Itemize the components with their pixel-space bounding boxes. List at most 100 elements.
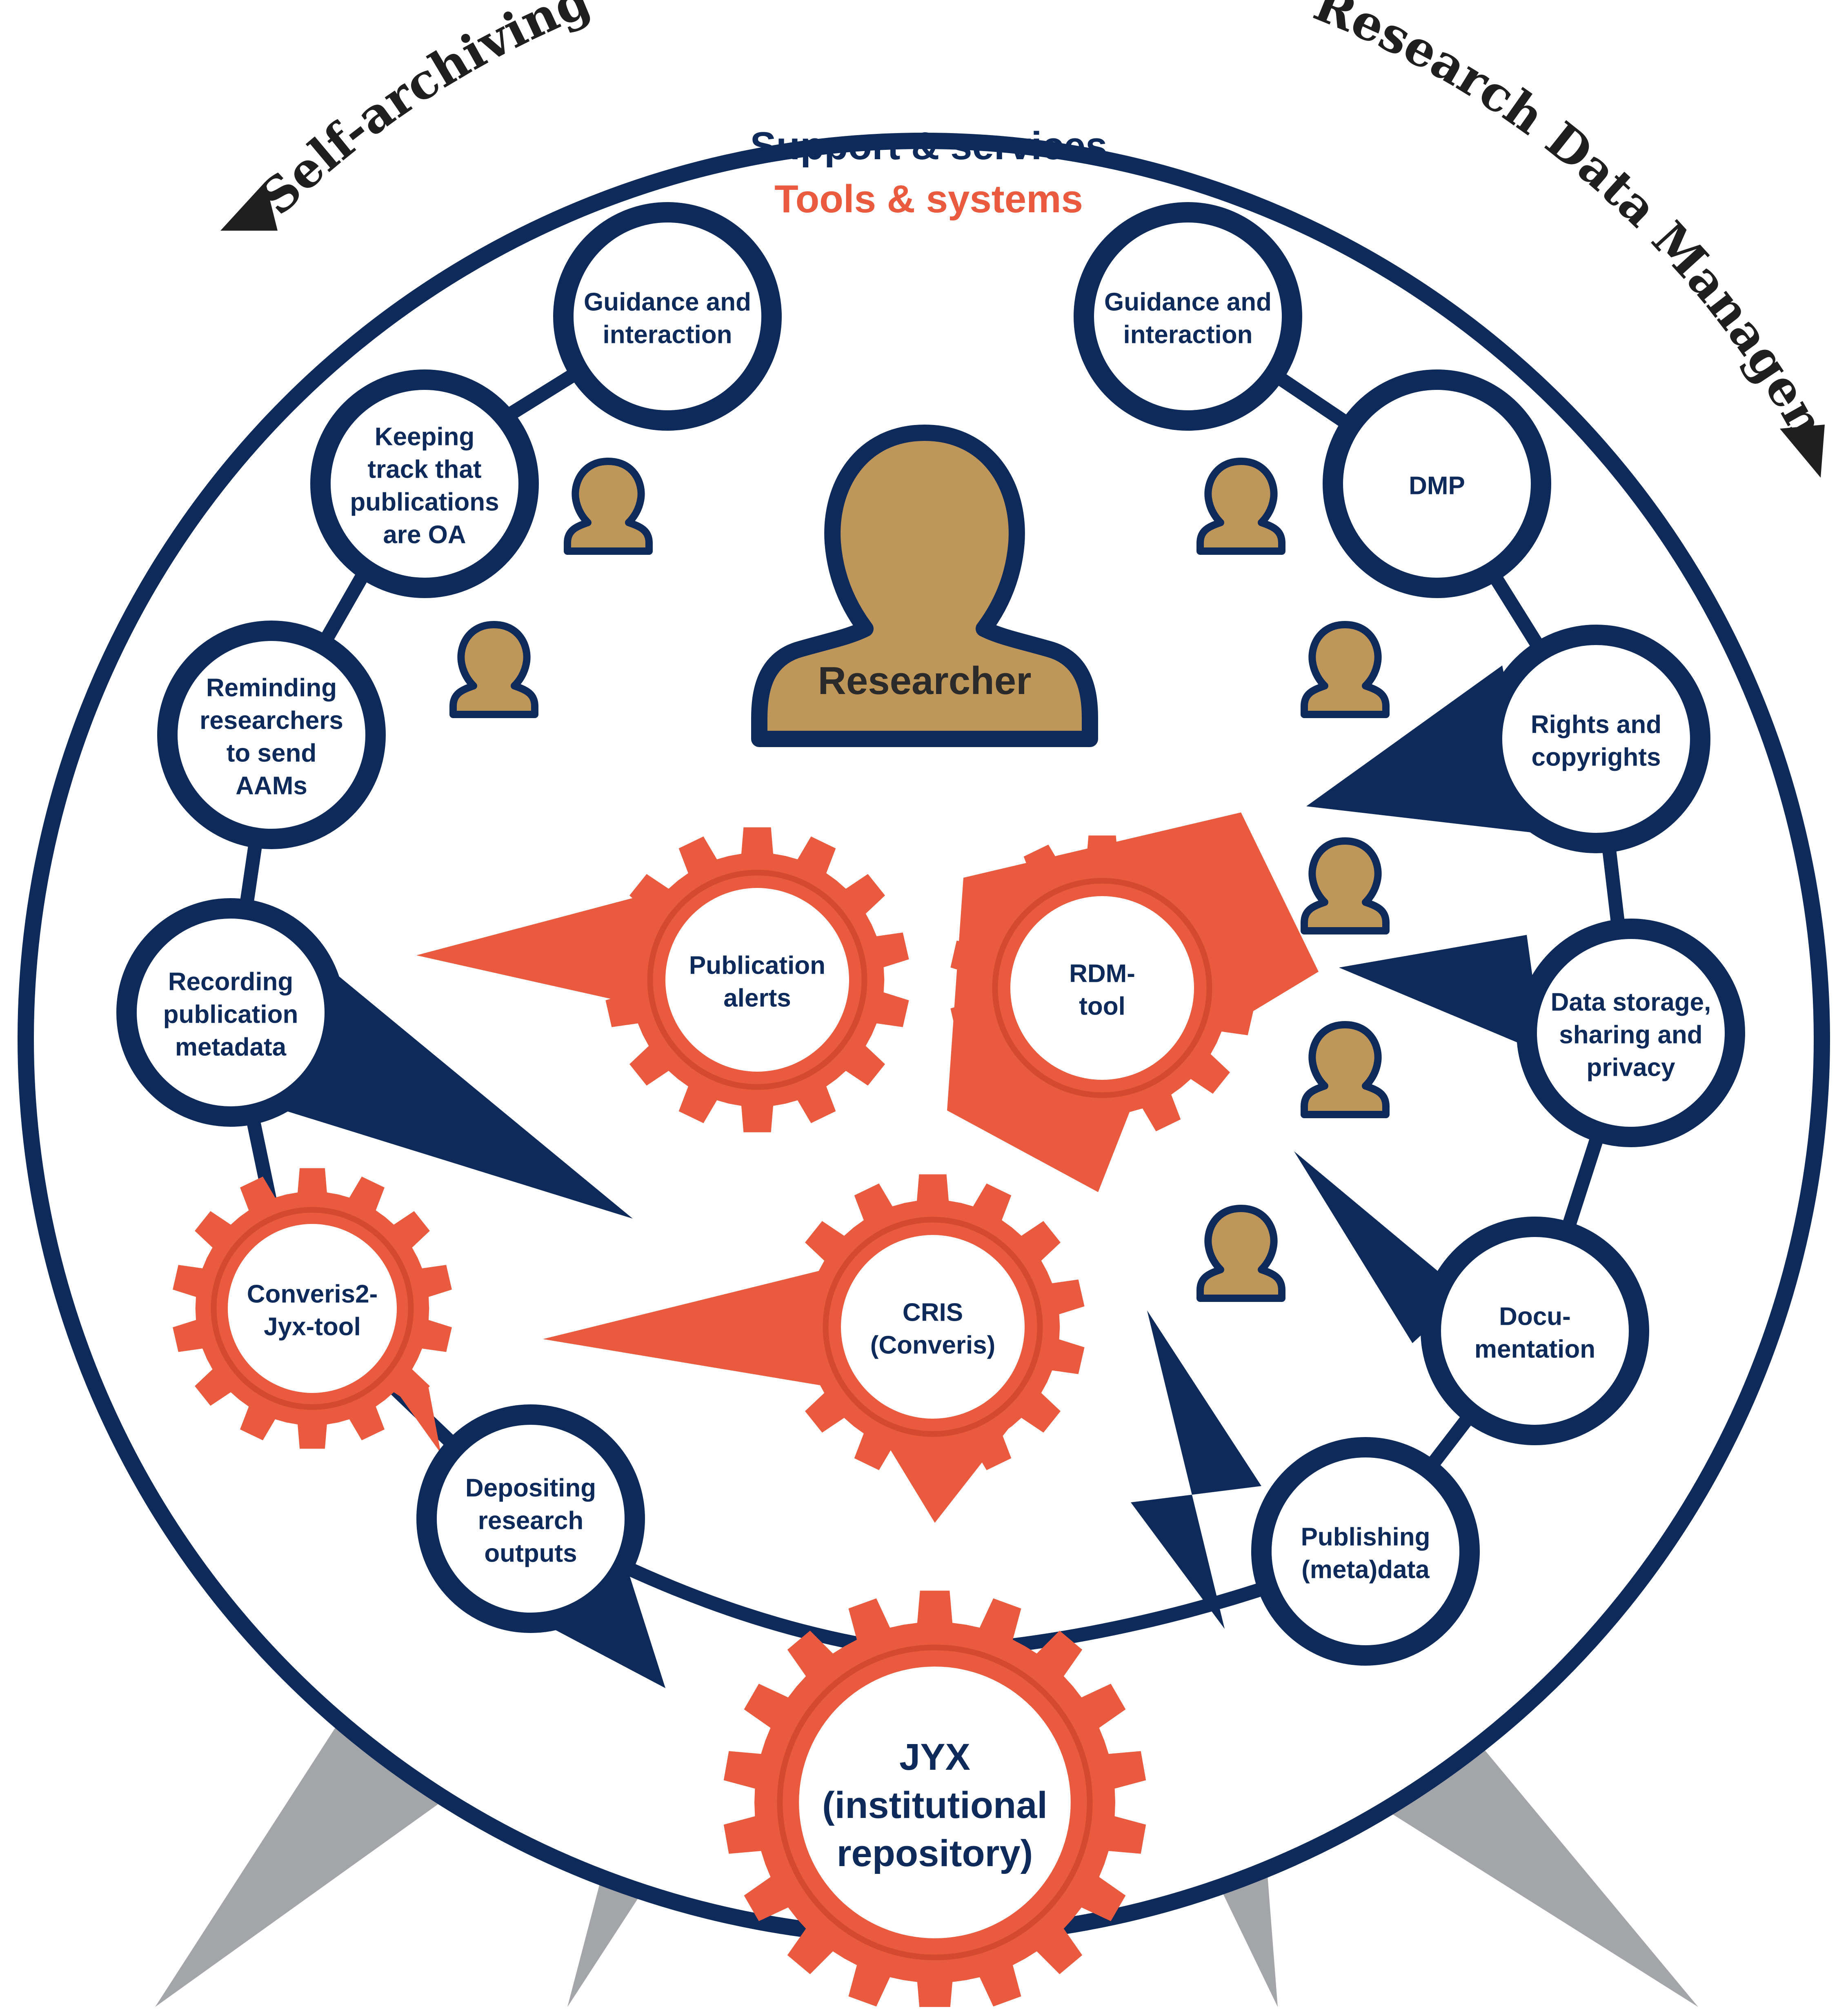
node-label-keeping-track-line: track that xyxy=(367,456,481,484)
node-label-reminding-line: researchers xyxy=(200,707,343,735)
node-label-depositing-line: Depositing xyxy=(465,1474,596,1502)
node-label-publishing: Publishing(meta)data xyxy=(1301,1523,1430,1584)
pointer-rights xyxy=(1306,665,1535,833)
node-label-keeping-track-line: are OA xyxy=(383,521,466,549)
tool-label-rdm-tool-line: RDM- xyxy=(1069,960,1135,988)
tool-label-rdm-tool: RDM-tool xyxy=(1069,960,1135,1021)
node-label-guidance-left: Guidance and interaction xyxy=(584,288,751,349)
node-circle xyxy=(116,898,345,1127)
person-icon xyxy=(449,621,538,718)
node-label-recording-line: Recording xyxy=(168,968,294,996)
node-circle xyxy=(310,369,539,598)
node-label-dmp: DMP xyxy=(1409,472,1465,500)
node-label-recording: Recording publication metadata xyxy=(163,968,298,1061)
tool-label-converis2jyx: Converis2- Jyx-tool xyxy=(247,1280,378,1341)
node-label-recording-line: publication xyxy=(163,1001,298,1029)
node-label-rights-line: copyrights xyxy=(1532,743,1661,772)
node-label-storage: Data storage, sharing and privacy xyxy=(1551,988,1711,1082)
node-circle xyxy=(553,202,782,431)
tool-label-cris: CRIS(Converis) xyxy=(870,1299,996,1359)
repository-label-line: (institutional xyxy=(822,1784,1047,1826)
node-label-depositing-line: research xyxy=(478,1507,584,1535)
node-label-recording-line: metadata xyxy=(175,1033,287,1061)
pointer-storage xyxy=(1339,935,1543,1053)
node-label-documentation: Docu-mentation xyxy=(1474,1303,1595,1364)
node-label-storage-line: Data storage, xyxy=(1551,988,1711,1017)
node-circle xyxy=(1517,919,1745,1147)
node-label-guidance-right-line: Guidance and xyxy=(1104,288,1272,316)
pointer-publication-alerts xyxy=(416,882,694,1017)
repository-label-line: repository) xyxy=(837,1833,1033,1874)
researcher-label: Researcher xyxy=(818,659,1031,703)
person-icon xyxy=(1196,458,1285,555)
node-publishing[interactable]: Publishing(meta)data xyxy=(1251,1437,1480,1666)
node-label-keeping-track-line: Keeping xyxy=(375,423,475,451)
pointer-publishing xyxy=(1131,1310,1261,1629)
person-icon xyxy=(1301,621,1390,718)
node-circle xyxy=(157,621,386,849)
node-circle xyxy=(1421,1217,1649,1445)
node-recording[interactable]: Recording publication metadata xyxy=(116,898,345,1127)
node-label-rights-line: Rights and xyxy=(1531,711,1661,739)
node-label-documentation-line: mentation xyxy=(1474,1335,1595,1364)
tool-label-converis2jyx-line: Converis2- xyxy=(247,1280,378,1308)
node-label-reminding-line: AAMs xyxy=(236,772,307,800)
node-label-reminding-line: to send xyxy=(227,739,316,768)
tool-label-converis2jyx-line: Jyx-tool xyxy=(264,1313,361,1341)
person-icon xyxy=(1301,1021,1390,1118)
node-circle xyxy=(1323,369,1551,598)
node-label-documentation-line: Docu- xyxy=(1499,1303,1571,1331)
node-guidance-left[interactable]: Guidance and interaction xyxy=(553,202,782,431)
self-archiving-label: Self-archiving xyxy=(249,0,598,226)
gear-face xyxy=(228,1224,397,1393)
gear-face xyxy=(799,1666,1071,1938)
node-circle xyxy=(1074,202,1302,431)
node-label-guidance-left-line: interaction xyxy=(603,321,732,349)
pointer-converis2jyx xyxy=(400,1388,441,1453)
gear-face xyxy=(665,888,849,1072)
tool-label-publication-alerts-line: Publication xyxy=(689,952,825,980)
node-dmp[interactable]: DMP xyxy=(1323,369,1551,598)
gear-face xyxy=(841,1235,1025,1419)
node-rights[interactable]: Rights and copyrights xyxy=(1482,625,1710,853)
tools-systems-heading: Tools & systems xyxy=(774,177,1083,221)
pointer-documentation xyxy=(1294,1151,1466,1343)
support-services-heading: Support & services xyxy=(750,124,1107,168)
tool-publication-alerts[interactable]: Publication alerts xyxy=(605,827,909,1132)
node-circle xyxy=(1482,625,1710,853)
rdm-arrow-icon xyxy=(1780,425,1825,478)
tool-label-publication-alerts-line: alerts xyxy=(723,984,791,1012)
node-documentation[interactable]: Docu-mentation xyxy=(1421,1217,1649,1445)
tool-label-publication-alerts: Publication alerts xyxy=(689,952,825,1012)
tool-converis2jyx[interactable]: Converis2- Jyx-tool xyxy=(173,1168,452,1449)
node-circle xyxy=(1251,1437,1480,1666)
node-label-guidance-left-line: Guidance and xyxy=(584,288,751,316)
node-label-rights: Rights and copyrights xyxy=(1531,711,1661,772)
node-circle xyxy=(416,1404,645,1633)
researcher-icon xyxy=(751,425,1098,747)
tool-cris[interactable]: CRIS(Converis) xyxy=(781,1174,1085,1479)
tool-label-cris-line: CRIS xyxy=(903,1299,963,1327)
node-label-storage-line: privacy xyxy=(1586,1054,1675,1082)
node-label-storage-line: sharing and xyxy=(1559,1021,1702,1049)
node-label-publishing-line: Publishing xyxy=(1301,1523,1430,1551)
tool-rdm-tool[interactable]: RDM-tool xyxy=(950,835,1254,1141)
gear-face xyxy=(1010,896,1194,1080)
person-icon xyxy=(1196,1205,1285,1302)
node-storage[interactable]: Data storage, sharing and privacy xyxy=(1517,919,1745,1147)
person-icon xyxy=(1301,837,1390,934)
